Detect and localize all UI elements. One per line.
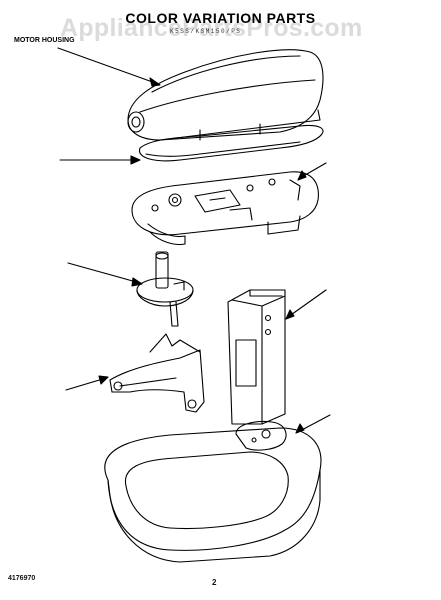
- page-number: 2: [212, 578, 217, 587]
- model-subtitle: K5SS/KSM150/PS: [170, 28, 242, 35]
- column-cover-part: [227, 289, 286, 425]
- leader-planetary-plate: [67, 262, 141, 284]
- leader-arrow-motor-housing: [149, 77, 161, 87]
- leader-column-cover: [287, 289, 327, 318]
- motor-housing-label: MOTOR HOUSING: [14, 37, 75, 44]
- watermark-text: AppliancePartsPros.com: [60, 14, 363, 42]
- document-number: 4176970: [8, 575, 36, 582]
- base-part: [104, 420, 322, 563]
- planetary-plate-part: [136, 251, 194, 327]
- leader-arrow-column-cover: [285, 309, 295, 320]
- bowl-clamp-part: [109, 333, 205, 413]
- trim-band-part: [138, 124, 324, 162]
- gear-housing-part: [131, 171, 319, 246]
- page-title: COLOR VARIATION PARTS: [125, 10, 316, 26]
- leader-arrow-gear-housing: [297, 170, 307, 181]
- leader-arrow-trim-band: [130, 155, 141, 165]
- leader-arrow-bowl-clamp: [98, 375, 109, 385]
- leader-bowl-clamp: [65, 377, 107, 391]
- leader-arrow-planetary-plate: [131, 277, 143, 287]
- leader-motor-housing: [57, 47, 159, 85]
